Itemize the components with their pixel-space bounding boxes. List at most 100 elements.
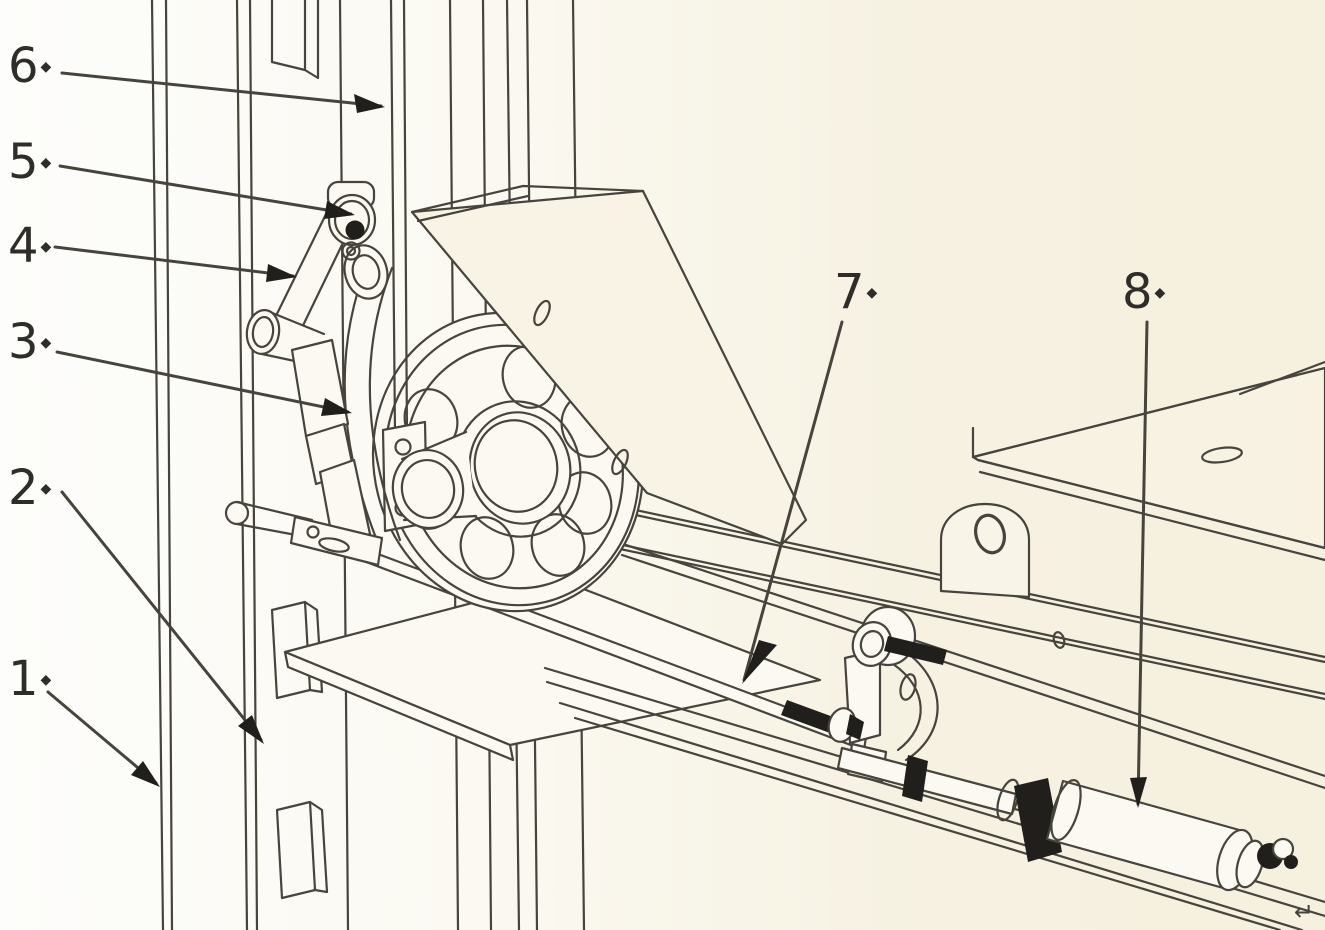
leader-2 bbox=[60, 490, 263, 742]
arm-plate-front-face bbox=[283, 650, 515, 762]
pivot-pin-end bbox=[224, 500, 250, 526]
upper-pin-dark bbox=[884, 636, 947, 665]
chain-curve bbox=[891, 662, 922, 752]
callout-number: 6 bbox=[8, 38, 39, 94]
hydraulic-cylinder bbox=[836, 746, 1298, 892]
callout-number: 1 bbox=[8, 651, 39, 707]
arrowhead-7 bbox=[742, 640, 777, 684]
link-plate-hole bbox=[306, 525, 320, 539]
chain-curve bbox=[898, 646, 939, 762]
callout-4: 4◆ bbox=[8, 222, 51, 270]
platform bbox=[971, 360, 1325, 562]
callout-marker-diamond: ◆ bbox=[40, 335, 52, 351]
arrowhead-5 bbox=[324, 201, 355, 219]
callout-number: 3 bbox=[8, 314, 39, 370]
column-slot-top bbox=[270, 0, 320, 80]
leader-5 bbox=[58, 164, 353, 216]
leader-6 bbox=[60, 71, 383, 108]
bracket-hole bbox=[394, 438, 412, 456]
callout-6: 6◆ bbox=[8, 42, 51, 90]
corner-return-mark: ↵ bbox=[1294, 898, 1315, 926]
pivot-bolt bbox=[341, 241, 361, 261]
arrowhead-3 bbox=[321, 398, 352, 416]
lower-link bbox=[290, 338, 350, 438]
pulley-hub-dark bbox=[345, 220, 365, 240]
callout-marker-diamond: ◆ bbox=[40, 155, 52, 171]
wire-rope-cables bbox=[389, 0, 409, 438]
beam-hole bbox=[1052, 631, 1066, 649]
cylinder-head-dark bbox=[1014, 778, 1062, 862]
column-slot-bottom bbox=[275, 800, 329, 900]
sheave-bore-inner bbox=[473, 419, 559, 513]
unlock-linkage bbox=[781, 605, 947, 784]
callout-number: 5 bbox=[8, 134, 39, 190]
platform-slot bbox=[1201, 446, 1243, 464]
callout-8: 8◆ bbox=[1122, 268, 1165, 316]
cam-roller-inner bbox=[351, 254, 381, 290]
lock-pin-end-inner bbox=[251, 315, 275, 349]
callout-marker-diamond: ◆ bbox=[866, 285, 878, 301]
pivot-pin-and-plate bbox=[224, 500, 384, 567]
arrowhead-8 bbox=[1130, 777, 1147, 808]
link-plate bbox=[289, 515, 384, 567]
lower-washer-dark bbox=[846, 714, 864, 740]
callout-1: 1◆ bbox=[8, 655, 51, 703]
callout-marker-diamond: ◆ bbox=[40, 239, 52, 255]
platform-back-edge bbox=[971, 373, 1299, 459]
leader-8 bbox=[1136, 320, 1149, 806]
cover-slot-hole bbox=[611, 448, 629, 476]
sheave-hole bbox=[459, 516, 515, 580]
pivot-bolt-center bbox=[345, 245, 357, 257]
arrowhead-6 bbox=[354, 94, 385, 113]
lift-arm-plate bbox=[283, 578, 822, 762]
arrowhead-2 bbox=[238, 715, 264, 744]
clevis-hole bbox=[974, 513, 1006, 555]
leader-7 bbox=[742, 320, 844, 682]
column-edge bbox=[164, 0, 174, 930]
callout-number: 8 bbox=[1122, 264, 1153, 320]
callout-marker-diamond: ◆ bbox=[1154, 285, 1166, 301]
end-fitting-bolt bbox=[1271, 837, 1295, 861]
callout-leaders bbox=[46, 71, 1149, 808]
column-edge bbox=[248, 0, 259, 930]
cylinder-body bbox=[1045, 779, 1245, 891]
end-fitting-nut-dark bbox=[1284, 855, 1298, 869]
cover-top-strip bbox=[410, 184, 645, 214]
leader-3 bbox=[55, 350, 350, 414]
platform-front-edge bbox=[978, 470, 1325, 562]
callout-marker-diamond: ◆ bbox=[40, 481, 52, 497]
chain-link-loop bbox=[899, 673, 917, 701]
rod-collar-dark bbox=[902, 755, 928, 802]
column-edge bbox=[235, 0, 249, 930]
callout-number: 2 bbox=[8, 460, 39, 516]
platform-back-detail bbox=[1238, 360, 1325, 396]
callout-7: 7◆ bbox=[834, 268, 877, 316]
callout-2: 2◆ bbox=[8, 464, 51, 512]
body-seam bbox=[1050, 779, 1082, 841]
cable bbox=[389, 0, 397, 436]
sheave-axle bbox=[391, 430, 478, 529]
callout-marker-diamond: ◆ bbox=[40, 672, 52, 688]
rod-guide-ring bbox=[996, 778, 1020, 822]
leader-4 bbox=[53, 245, 295, 278]
arrowhead-1 bbox=[131, 761, 160, 787]
platform-top bbox=[971, 366, 1325, 550]
callout-number: 4 bbox=[8, 218, 39, 274]
cover-face bbox=[410, 189, 808, 546]
callout-3: 3◆ bbox=[8, 318, 51, 366]
arrowhead-4 bbox=[266, 264, 297, 282]
cover-slot-hole bbox=[533, 299, 551, 327]
callout-number: 7 bbox=[834, 264, 865, 320]
platform-front-edge bbox=[976, 458, 1325, 550]
link-plate-slot bbox=[318, 537, 350, 553]
cover-plate bbox=[410, 184, 808, 546]
cylinder-end-cap-inner bbox=[1235, 839, 1265, 889]
upper-washer-inner bbox=[859, 630, 885, 658]
lower-pin-dark bbox=[781, 700, 836, 733]
column-edge bbox=[150, 0, 165, 930]
sheave-hole bbox=[557, 471, 613, 535]
callout-5: 5◆ bbox=[8, 138, 51, 186]
cable bbox=[402, 0, 409, 438]
